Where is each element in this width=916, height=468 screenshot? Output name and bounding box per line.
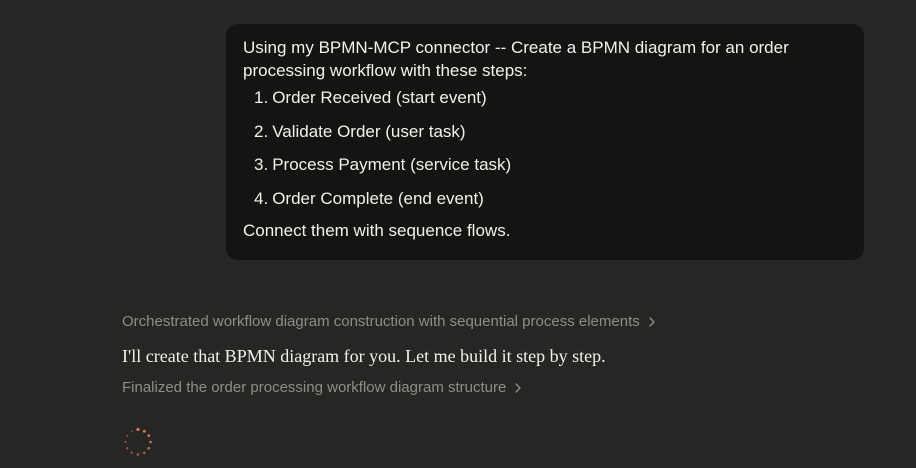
thinking-summary-label: Finalized the order processing workflow … (122, 379, 507, 396)
chevron-right-icon (649, 317, 655, 327)
step-text: Order Complete (end event) (272, 188, 484, 208)
list-item: 1. Order Received (start event) (254, 86, 847, 109)
list-item: 3. Process Payment (service task) (254, 153, 847, 176)
user-message-intro: Using my BPMN-MCP connector -- Create a … (243, 38, 789, 80)
step-number: 3. (254, 155, 269, 174)
step-text: Order Received (start event) (272, 88, 487, 107)
thinking-summary-label: Orchestrated workflow diagram constructi… (122, 313, 640, 330)
step-number: 2. (254, 121, 269, 141)
user-message-bubble: Using my BPMN-MCP connector -- Create a … (226, 24, 864, 260)
step-list: 1. Order Received (start event) 2. Valid… (243, 86, 847, 210)
loading-spinner-icon (124, 427, 152, 456)
thinking-summary-toggle[interactable]: Orchestrated workflow diagram constructi… (122, 312, 656, 332)
thinking-summary-toggle[interactable]: Finalized the order processing workflow … (122, 378, 522, 398)
list-item: 4. Order Complete (end event) (254, 187, 847, 210)
step-number: 1. (254, 88, 269, 107)
step-text: Validate Order (user task) (272, 121, 466, 141)
step-number: 4. (254, 188, 269, 208)
chevron-right-icon (515, 383, 522, 393)
assistant-response-text: I'll create that BPMN diagram for you. L… (122, 346, 606, 366)
step-text: Process Payment (service task) (272, 155, 512, 174)
user-message-outro: Connect them with sequence flows. (243, 221, 511, 240)
list-item: 2. Validate Order (user task) (254, 120, 847, 143)
